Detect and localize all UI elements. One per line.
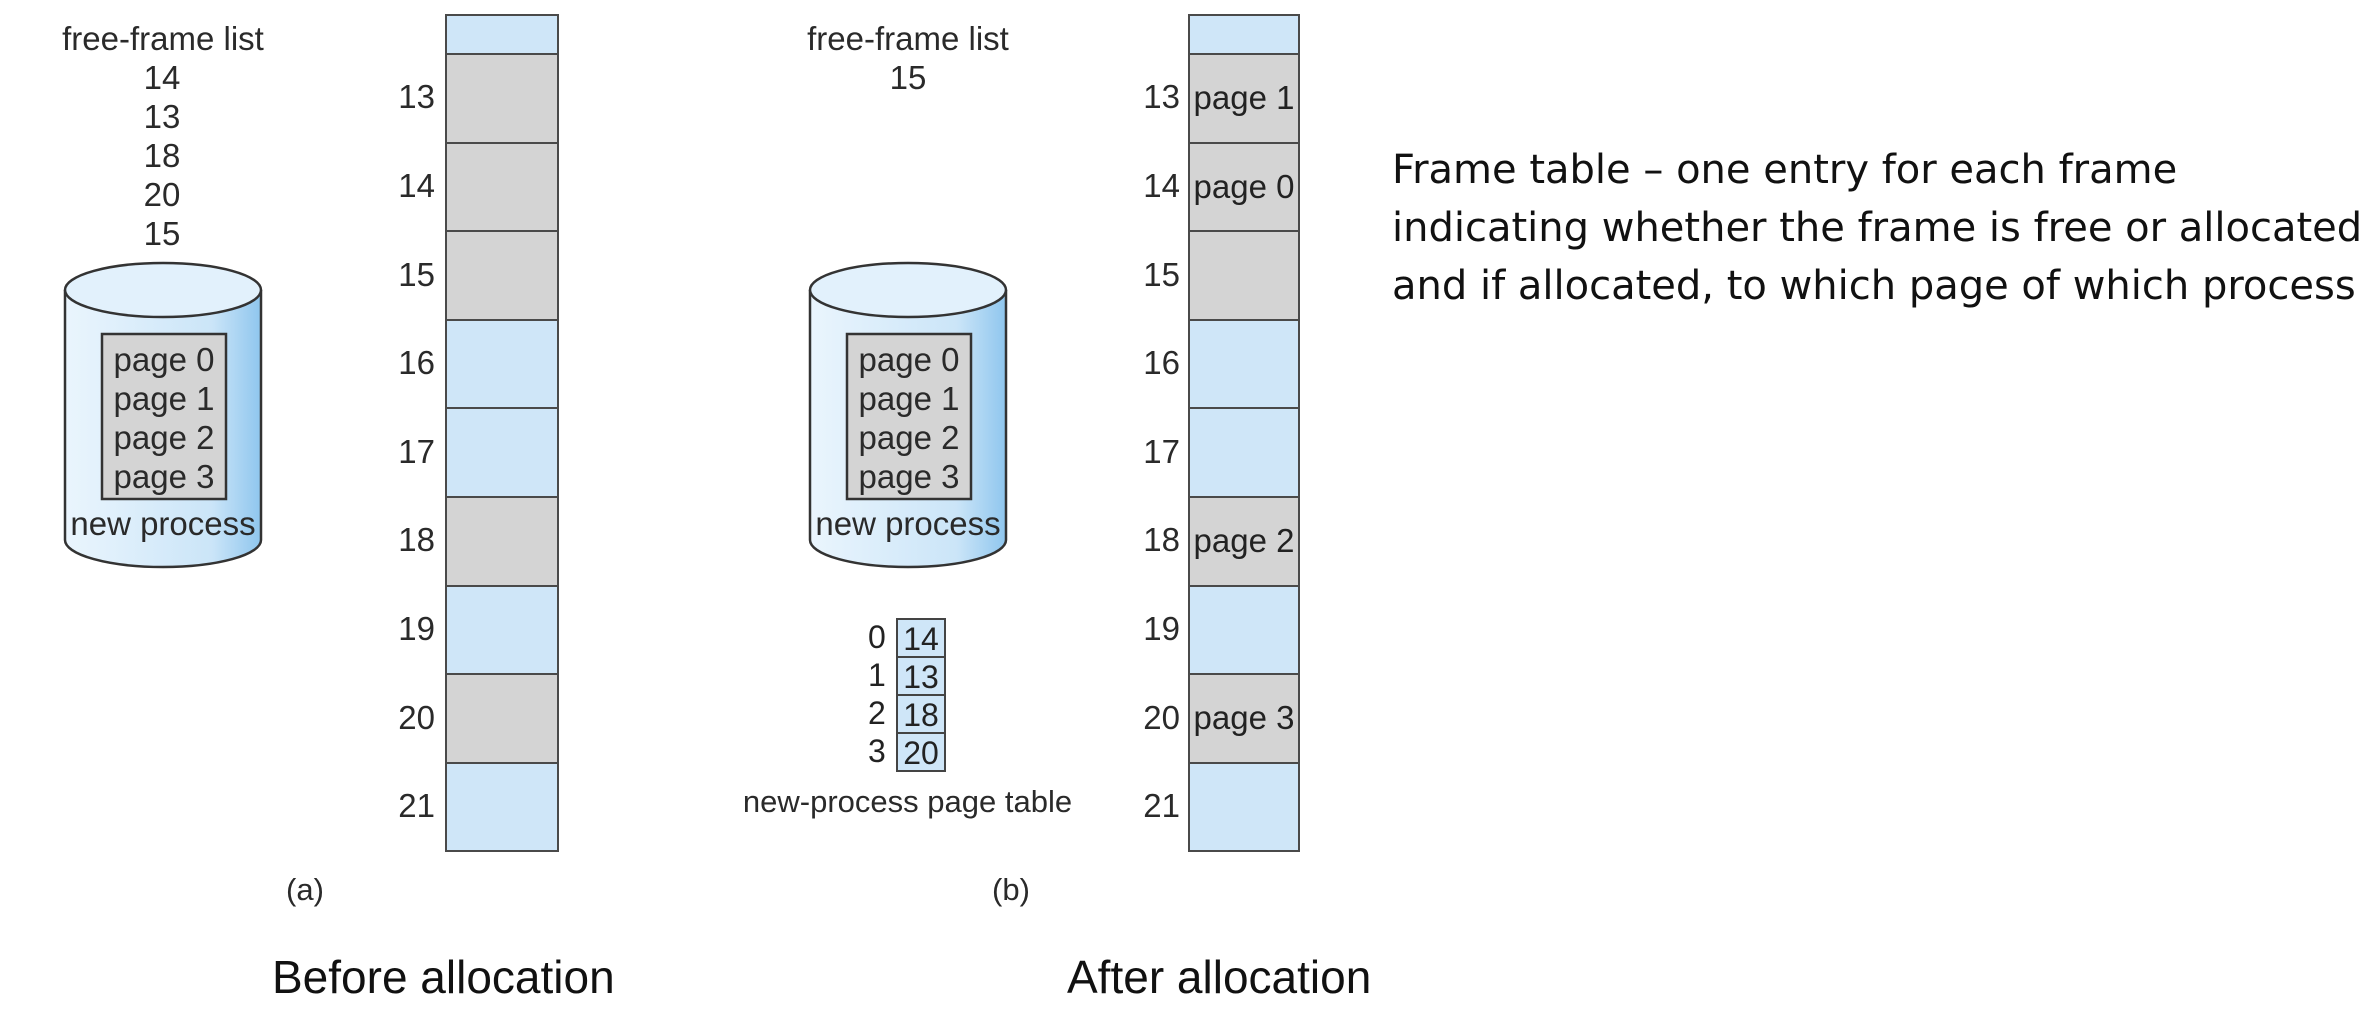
frame-number: 16 xyxy=(1143,344,1180,382)
memory-frame xyxy=(1188,761,1300,853)
free-frame-list-a: 14 13 18 20 15 xyxy=(112,58,212,253)
disk-label-b: new process xyxy=(815,505,1001,542)
frame-number: 18 xyxy=(1143,521,1180,559)
memory-frame xyxy=(445,673,559,764)
frame-number: 20 xyxy=(398,698,435,736)
memory-frame-label: page 0 xyxy=(1193,167,1295,205)
page-table: 0 14 1 13 2 18 3 20 xyxy=(860,618,950,772)
memory-frame xyxy=(445,318,559,410)
page-table-entry: 14 xyxy=(896,618,946,658)
memory-frame xyxy=(445,407,559,498)
free-frame-item: 15 xyxy=(889,59,927,96)
disk-page-item: page 2 xyxy=(858,419,960,456)
page-table-index: 1 xyxy=(868,657,886,693)
frame-number: 14 xyxy=(1143,166,1180,204)
panel-tag-b: (b) xyxy=(992,872,1030,907)
memory-frame xyxy=(445,584,559,676)
page-table-index: 3 xyxy=(868,733,886,769)
memory-frame xyxy=(445,496,559,587)
free-frame-item: 15 xyxy=(143,215,181,252)
memory-frame xyxy=(1188,584,1300,676)
disk-page-item: page 1 xyxy=(113,380,215,417)
frame-number: 18 xyxy=(398,521,435,559)
memory-frame xyxy=(445,53,559,144)
memory-frame xyxy=(445,761,559,853)
memory-frame xyxy=(445,141,559,233)
memory-frame: page 1 xyxy=(1188,53,1300,144)
memory-frame-label: page 1 xyxy=(1193,79,1295,117)
free-frame-item: 13 xyxy=(143,98,181,135)
memory-frame: page 3 xyxy=(1188,673,1300,764)
memory-frame xyxy=(1188,318,1300,410)
disk-pages-a: page 0 page 1 page 2 page 3 xyxy=(102,340,226,496)
note-line: and if allocated, to which page of which… xyxy=(1392,263,2356,309)
free-frame-item: 20 xyxy=(143,176,181,213)
page-table-index: 0 xyxy=(868,619,886,655)
frame-number: 15 xyxy=(398,255,435,293)
memory-column-a xyxy=(445,14,559,853)
memory-frame xyxy=(1188,230,1300,321)
page-table-label: new-process page table xyxy=(742,784,1073,819)
caption-after-allocation: After allocation xyxy=(1067,951,1372,1003)
page-table-entry: 13 xyxy=(896,656,946,696)
frame-number: 21 xyxy=(1143,787,1180,825)
disk-page-item: page 3 xyxy=(858,458,960,495)
memory-column-b: page 1 page 0 page 2 page 3 xyxy=(1188,14,1300,853)
disk-pages-b: page 0 page 1 page 2 page 3 xyxy=(847,340,971,496)
memory-frame xyxy=(1188,407,1300,498)
memory-frame xyxy=(1188,14,1300,55)
free-frame-item: 14 xyxy=(143,59,181,96)
page-table-entry: 18 xyxy=(896,694,946,734)
frame-number: 17 xyxy=(398,432,435,470)
disk-page-item: page 1 xyxy=(858,380,960,417)
frame-number: 19 xyxy=(398,609,435,647)
free-frame-list-b: 15 xyxy=(858,58,958,97)
memory-frame-label: page 2 xyxy=(1193,522,1295,560)
frame-number: 21 xyxy=(398,787,435,825)
frame-number: 19 xyxy=(1143,609,1180,647)
frame-number: 15 xyxy=(1143,255,1180,293)
frame-number: 16 xyxy=(398,344,435,382)
page-table-index: 2 xyxy=(868,695,886,731)
memory-frame-label: page 3 xyxy=(1193,699,1295,737)
frame-number: 13 xyxy=(398,78,435,116)
frame-numbers-a: 13 14 15 16 17 18 19 20 21 xyxy=(380,14,435,850)
frame-table-note: Frame table – one entry for each frame i… xyxy=(1392,141,2361,315)
free-frame-item: 18 xyxy=(143,137,181,174)
frame-number: 13 xyxy=(1143,78,1180,116)
disk-cylinder-a xyxy=(63,261,263,569)
memory-frame xyxy=(445,230,559,321)
frame-number: 20 xyxy=(1143,698,1180,736)
panel-tag-a: (a) xyxy=(286,872,324,907)
disk-page-item: page 2 xyxy=(113,419,215,456)
note-line: Frame table – one entry for each frame xyxy=(1392,147,2178,193)
memory-frame xyxy=(445,14,559,55)
memory-frame: page 2 xyxy=(1188,496,1300,587)
free-frame-list-title-a: free-frame list xyxy=(62,20,264,57)
note-line: indicating whether the frame is free or … xyxy=(1392,205,2361,251)
memory-frame: page 0 xyxy=(1188,141,1300,233)
page-table-entry: 20 xyxy=(896,732,946,772)
disk-page-item: page 3 xyxy=(113,458,215,495)
frame-number: 14 xyxy=(398,166,435,204)
disk-page-item: page 0 xyxy=(113,341,215,378)
frame-number: 17 xyxy=(1143,432,1180,470)
free-frame-list-title-b: free-frame list xyxy=(807,20,1009,57)
frame-numbers-b: 13 14 15 16 17 18 19 20 21 xyxy=(1128,14,1180,850)
caption-before-allocation: Before allocation xyxy=(272,951,615,1003)
disk-page-item: page 0 xyxy=(858,341,960,378)
disk-cylinder-b xyxy=(808,261,1008,569)
disk-label-a: new process xyxy=(70,505,256,542)
